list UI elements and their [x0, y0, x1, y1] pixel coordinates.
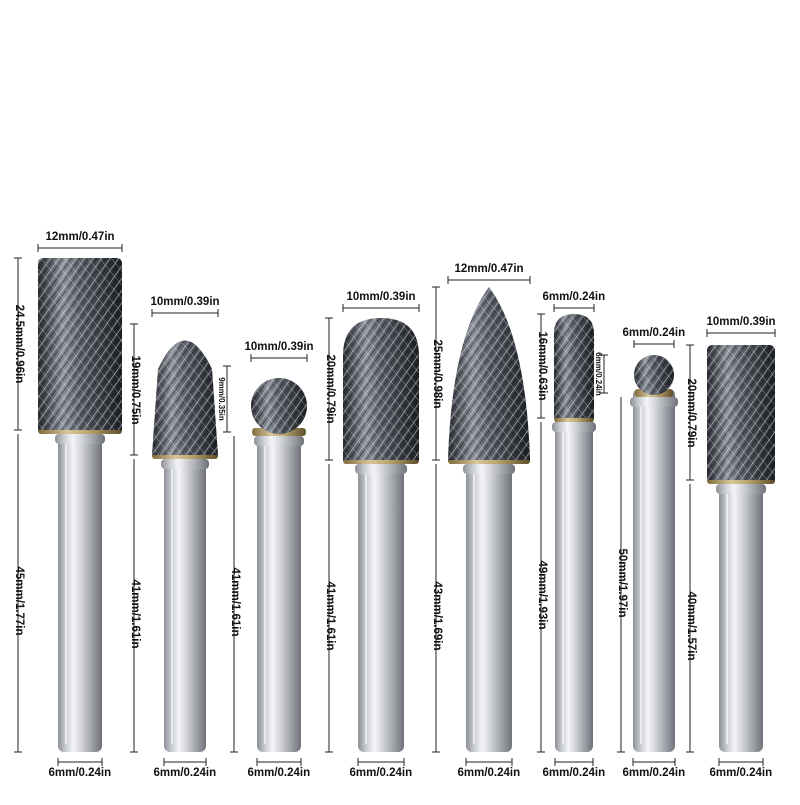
shank	[555, 414, 593, 752]
dimension-label: 41mm/1.61in	[228, 567, 241, 637]
dimension-label: 6mm/0.24in	[349, 767, 413, 779]
round-end-cylinder-burr-6mm	[552, 314, 596, 752]
dimension-label: 50mm/1.97in	[615, 547, 628, 618]
dimension-label: 10mm/0.39in	[244, 341, 314, 353]
shank	[58, 426, 102, 752]
dimension-label: 6mm/0.24in	[542, 291, 606, 303]
dimension-label: 12mm/0.47in	[45, 231, 115, 243]
dimension-label: 6mm/0.24in	[622, 767, 686, 779]
tree-burr-10mm	[152, 340, 218, 752]
dimension-label: 49mm/1.93in	[535, 560, 548, 630]
dimension-label: 41mm/1.61in	[128, 578, 141, 649]
dimension-label: 6mm/0.24in	[48, 767, 112, 779]
shank	[633, 389, 675, 752]
dimension-label: 6mm/0.24in	[247, 767, 311, 779]
shank	[257, 428, 301, 752]
pointed-tree-burr-12mm	[448, 287, 530, 752]
shank	[358, 456, 404, 752]
ball-burr-10mm	[251, 378, 307, 752]
dimension-label: 6mm/0.24in	[542, 767, 606, 779]
cylinder-burr-10mm	[707, 345, 775, 752]
dimension-label: 20mm/0.79in	[684, 377, 697, 448]
dimension-label: 40mm/1.57in	[684, 591, 697, 661]
dimension-label: 43mm/1.69in	[430, 581, 443, 651]
dimension-label: 6mm/0.24in	[594, 352, 603, 396]
shank	[719, 476, 763, 752]
dimension-label: 6mm/0.24in	[153, 767, 217, 779]
cylinder-burr-12mm	[38, 258, 122, 752]
dimension-label: 19mm/0.75in	[128, 354, 141, 425]
dimension-label: 10mm/0.39in	[150, 296, 220, 308]
dimension-label: 9mm/0.35in	[217, 377, 226, 421]
ball-burr-6mm	[630, 355, 678, 752]
dimension-label: 6mm/0.24in	[622, 327, 686, 339]
shank	[466, 456, 512, 752]
dimension-label: 10mm/0.39in	[706, 316, 776, 328]
dimension-label: 41mm/1.61in	[323, 581, 336, 651]
dimension-label: 25mm/0.98in	[430, 338, 443, 409]
dimension-label: 20mm/0.79in	[323, 354, 336, 424]
dimension-label: 24.5mm/0.96in	[12, 304, 25, 384]
dimension-label: 6mm/0.24in	[709, 767, 773, 779]
dimension-label: 12mm/0.47in	[454, 263, 524, 275]
shank	[164, 451, 206, 752]
dimension-label: 45mm/1.77in	[12, 566, 25, 636]
round-end-cylinder-burr-10mm	[343, 318, 419, 752]
dimension-label: 16mm/0.63in	[535, 331, 548, 401]
dimension-label: 10mm/0.39in	[346, 291, 416, 303]
dimension-label: 6mm/0.24in	[457, 767, 521, 779]
